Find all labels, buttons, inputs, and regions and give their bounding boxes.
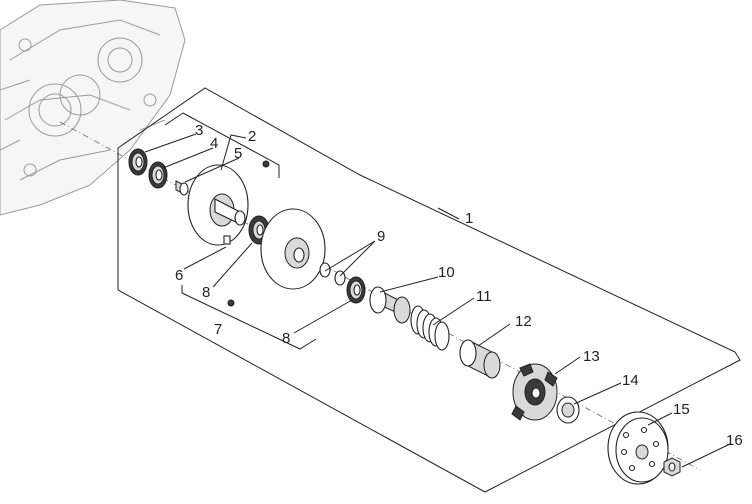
part-8-bearing-lower bbox=[346, 276, 366, 304]
callout-8-lower: 8 bbox=[282, 330, 290, 347]
part-11-spring bbox=[410, 305, 450, 351]
part-3-bearing bbox=[128, 148, 148, 176]
part-16-nut bbox=[663, 457, 681, 477]
callout-13: 13 bbox=[583, 348, 600, 365]
part-14-washer bbox=[556, 396, 580, 424]
part-4-bearing bbox=[148, 161, 168, 189]
engine-crankcase bbox=[0, 0, 186, 216]
callout-15: 15 bbox=[673, 401, 690, 418]
callout-10: 10 bbox=[438, 264, 455, 281]
part-5-bushing bbox=[175, 180, 189, 196]
callout-4: 4 bbox=[210, 135, 218, 152]
assembly-frame-1 bbox=[117, 87, 741, 493]
part-9-o-rings bbox=[319, 262, 346, 286]
part-13-clutch-shoes bbox=[511, 363, 558, 421]
bracket-7 bbox=[181, 285, 317, 350]
callout-2: 2 bbox=[248, 128, 256, 145]
callout-11: 11 bbox=[476, 288, 492, 305]
callout-5: 5 bbox=[234, 145, 242, 162]
leader-lines bbox=[144, 133, 731, 468]
part-12-spacer bbox=[459, 339, 501, 379]
callout-3: 3 bbox=[195, 122, 203, 139]
callout-9: 9 bbox=[377, 228, 385, 245]
callout-12: 12 bbox=[515, 313, 532, 330]
callout-1: 1 bbox=[465, 210, 473, 227]
part-7-movable-pulley bbox=[260, 208, 326, 290]
marker-dot-2 bbox=[262, 160, 270, 168]
part-fixed-pulley bbox=[187, 164, 249, 246]
callout-6: 6 bbox=[175, 267, 183, 284]
part-10-sleeve bbox=[369, 286, 411, 324]
callout-7: 7 bbox=[214, 321, 222, 338]
callout-8-upper: 8 bbox=[202, 284, 210, 301]
callout-14: 14 bbox=[622, 372, 639, 389]
part-15-clutch-bell bbox=[607, 411, 669, 485]
marker-dot-7 bbox=[227, 299, 235, 307]
callout-16: 16 bbox=[726, 432, 743, 449]
bracket-2 bbox=[164, 112, 280, 178]
